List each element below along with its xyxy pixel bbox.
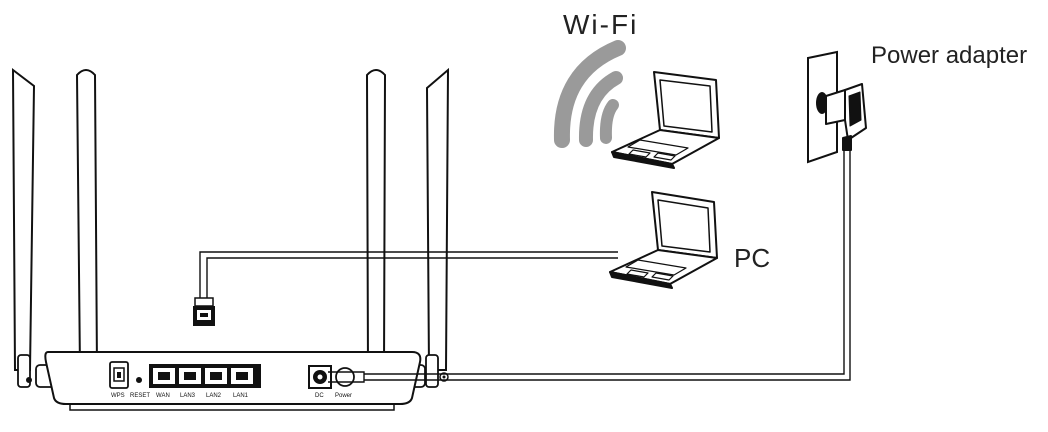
router-antennas: [11, 67, 450, 371]
dc-jack: [308, 365, 332, 389]
wireless-laptop-icon: [611, 71, 720, 169]
ethernet-port-block: [149, 364, 261, 388]
pc-label: PC: [734, 243, 770, 273]
ethernet-cable: [199, 251, 618, 300]
dc-port-label: DC: [315, 393, 324, 399]
antenna-right: [365, 69, 387, 371]
power-adapter-icon: [825, 83, 867, 151]
power-adapter-label: Power adapter: [871, 42, 1027, 69]
rj45-plug: [193, 297, 215, 326]
wps-button: [109, 361, 129, 389]
lan3-port-label: LAN3: [180, 393, 196, 399]
lan1-port-label: LAN1: [233, 393, 249, 399]
power-cable: [328, 150, 851, 383]
antenna-far-right: [425, 67, 450, 371]
wifi-icon: [553, 40, 626, 148]
wps-port-label: WPS: [111, 393, 125, 399]
reset-port-label: RESET: [130, 393, 150, 399]
antenna-far-left: [11, 67, 36, 371]
wifi-label: Wi-Fi: [563, 9, 638, 40]
lan2-port-label: LAN2: [206, 393, 222, 399]
power-button: [335, 367, 355, 387]
antenna-left: [75, 69, 99, 371]
wan-port-label: WAN: [156, 393, 170, 399]
reset-pinhole: [136, 377, 142, 383]
pc-laptop-icon: [609, 191, 718, 289]
power-port-label: Power: [335, 393, 352, 399]
